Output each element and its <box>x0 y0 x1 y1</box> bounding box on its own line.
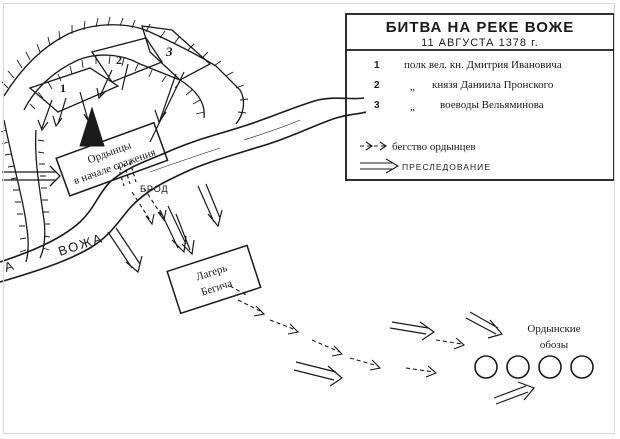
camp-box: Лагерь Бегича <box>166 244 262 315</box>
regiment-2-marker: 2 <box>90 37 163 100</box>
legend-date: 11 АВГУСТА 1378 г. <box>421 37 539 49</box>
river-vozha: ВОЖА А <box>0 97 367 283</box>
wagon-circle <box>538 355 562 379</box>
wagon-circle <box>506 355 530 379</box>
legend-flight: бегство ордынцев <box>360 141 476 153</box>
legend-unit-2-number: 2 <box>374 80 380 91</box>
legend: БИТВА НА РЕКЕ ВОЖЕ 11 АВГУСТА 1378 г. 1 … <box>345 13 615 181</box>
horde-position-triangle <box>79 106 105 147</box>
regiment-1-number: 1 <box>60 81 66 95</box>
wagon-circles <box>474 355 594 379</box>
horde-wagons: Ордынские обозы <box>474 323 594 379</box>
regiment-3-number: 3 <box>165 44 173 59</box>
regiment-3-marker: 3 <box>141 25 212 143</box>
legend-unit-3-ditto: „ <box>410 101 415 113</box>
legend-unit-3-number: 3 <box>374 100 380 111</box>
legend-unit-1: 1 полк вел. кн. Дмитрия Ивановича <box>374 59 562 71</box>
legend-pursuit-text: ПРЕСЛЕДОВАНИЕ <box>402 162 491 172</box>
wagon-circle <box>570 355 594 379</box>
legend-unit-2-text: князя Даниила Пронского <box>432 79 554 91</box>
ford: БРОД <box>117 161 169 194</box>
legend-unit-3: 3 „ воеводы Вельяминова <box>374 99 544 113</box>
regiment-2-number: 2 <box>116 53 122 67</box>
legend-unit-3-text: воеводы Вельяминова <box>440 99 544 111</box>
pursuit-arrows <box>107 183 536 405</box>
wagons-label-line-1: Ордынские <box>527 323 580 335</box>
river-label-left: А <box>2 258 15 275</box>
wagons-label-line-2: обозы <box>540 339 569 351</box>
legend-unit-2: 2 „ князя Даниила Пронского <box>374 79 554 93</box>
legend-title: БИТВА НА РЕКЕ ВОЖЕ <box>386 19 574 36</box>
legend-pursuit: ПРЕСЛЕДОВАНИЕ <box>360 158 491 174</box>
legend-flight-text: бегство ордынцев <box>392 141 476 153</box>
wagon-circle <box>474 355 498 379</box>
legend-unit-1-number: 1 <box>374 60 380 71</box>
legend-unit-1-text: полк вел. кн. Дмитрия Ивановича <box>404 59 562 71</box>
flight-arrows <box>131 187 466 378</box>
regiment-1-marker: 1 <box>28 67 120 132</box>
ford-label: БРОД <box>140 184 169 194</box>
legend-unit-2-ditto: „ <box>410 81 415 93</box>
hill-ridge <box>0 16 249 263</box>
russian-regiments: 1 2 3 <box>2 25 212 187</box>
